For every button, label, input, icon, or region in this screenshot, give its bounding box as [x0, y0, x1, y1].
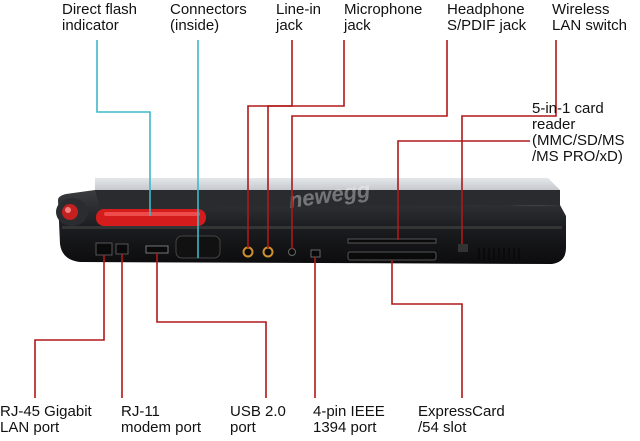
- laptop-lid: [95, 178, 560, 210]
- label-wireless-lan-switch: Wireless LAN switch: [552, 1, 628, 34]
- wireless-switch-shape: [458, 244, 468, 252]
- microphone-jack-shape: [262, 246, 274, 258]
- card-reader-slot-shape: [347, 238, 437, 244]
- callout-direct-flash: [96, 40, 151, 216]
- ieee1394-port-shape: [310, 249, 321, 258]
- direct-flash-indicator-shape: [96, 209, 206, 226]
- headphone-jack-shape: [288, 248, 296, 256]
- rj45-port-shape: [95, 242, 113, 256]
- label-rj45-port: RJ-45 Gigabit LAN port: [0, 403, 92, 436]
- bottom-callout-lines: [34, 253, 463, 398]
- rj11-port-shape: [115, 243, 129, 255]
- label-ieee1394-port: 4-pin IEEE 1394 port: [313, 403, 385, 436]
- callout-expresscard: [391, 260, 463, 398]
- label-connectors: Connectors (inside): [170, 1, 247, 34]
- label-usb-port: USB 2.0 port: [230, 403, 286, 436]
- vent-grille-shape: [478, 248, 520, 260]
- callout-usb: [156, 253, 267, 398]
- label-direct-flash-indicator: Direct flash indicator: [62, 1, 138, 34]
- port-shapes: [95, 235, 520, 261]
- callout-wireless: [461, 40, 557, 244]
- label-rj11-port: RJ-11 modem port: [121, 403, 202, 436]
- callout-microphone: [267, 40, 345, 248]
- callout-card-reader: [397, 140, 530, 240]
- label-card-reader: 5-in-1 card reader (MMC/SD/MS /MS PRO/xD…: [532, 100, 625, 165]
- label-expresscard-slot: ExpressCard /54 slot: [418, 403, 505, 436]
- callout-rj45: [34, 255, 105, 398]
- callout-headphone: [291, 40, 448, 249]
- top-callout-lines: [96, 40, 557, 258]
- label-headphone-jack: Headphone S/PDIF jack: [447, 1, 527, 34]
- line-in-jack-shape: [242, 246, 254, 258]
- usb-port-shape: [145, 245, 169, 254]
- label-line-in-jack: Line-in jack: [276, 1, 322, 34]
- hinge: [56, 198, 88, 226]
- expresscard-slot-shape: [347, 251, 437, 261]
- label-microphone-jack: Microphone jack: [344, 1, 423, 34]
